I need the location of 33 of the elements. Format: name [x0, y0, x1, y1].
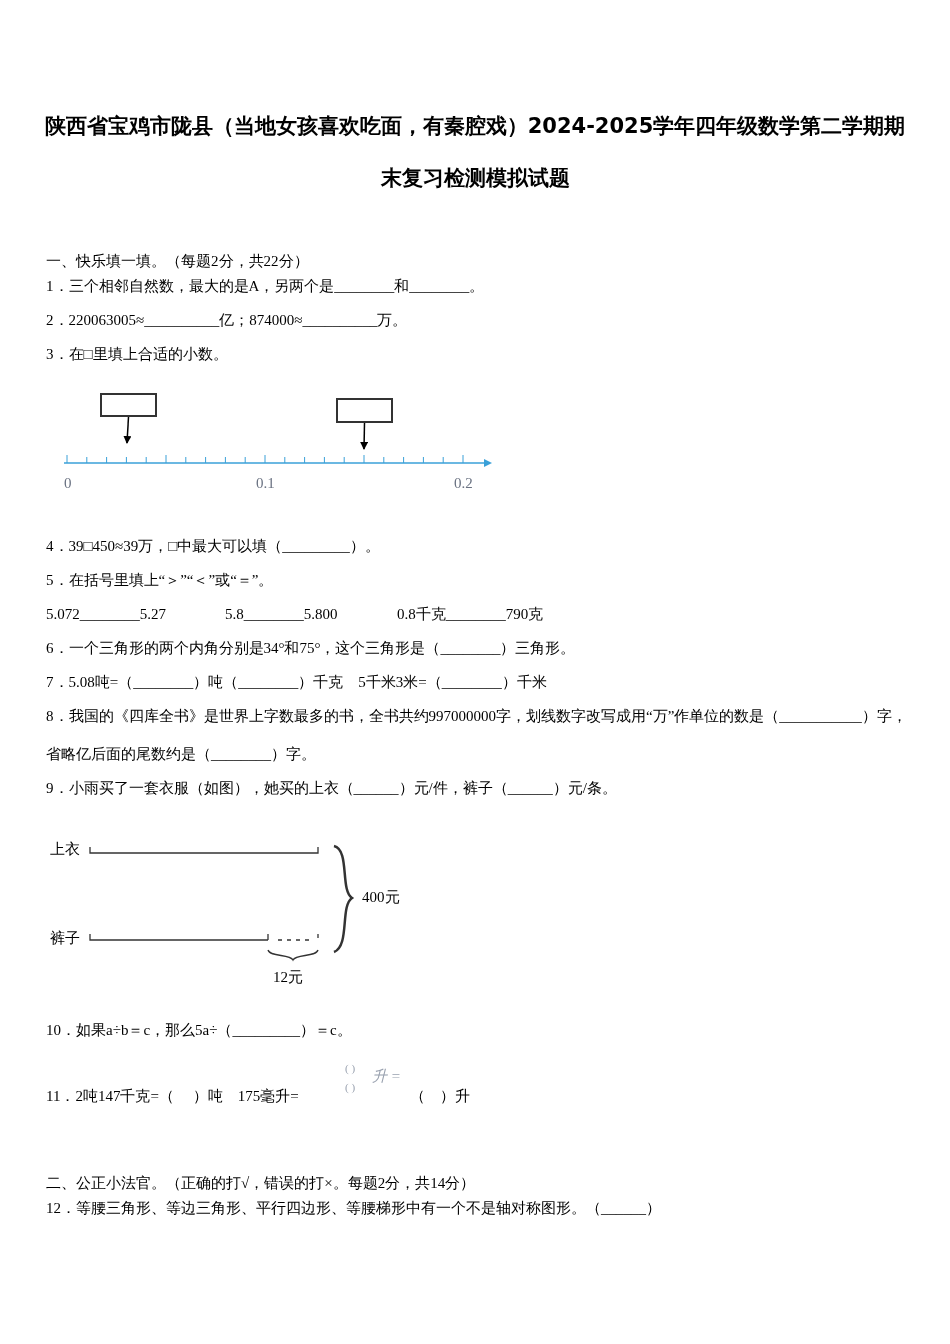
section-heading: 二、公正小法官。（正确的打√，错误的打×。每题2分，共14分） — [46, 1174, 476, 1193]
question-text: 1．三个相邻自然数，最大的是A，另两个是________和________。 — [46, 277, 485, 296]
question-text: 3．在□里填上合适的小数。 — [46, 345, 228, 364]
section-heading: 一、快乐填一填。（每题2分，共22分） — [46, 252, 309, 271]
page-title: 陕西省宝鸡市陇县（当地女孩喜欢吃面，有秦腔戏）2024-2025学年四年级数学第二学期期末复习检测模拟试题 — [43, 113, 907, 192]
question-text: 10．如果a÷b＝c，那么5a÷（_________）＝c。 — [46, 1021, 352, 1040]
question-text: 5．在括号里填上“＞”“＜”或“＝”。 — [46, 571, 274, 590]
total-label: 400元 — [362, 888, 400, 907]
question-text: 6．一个三角形的两个内角分别是34°和75°，这个三角形是（________）三角形。 — [46, 639, 576, 658]
bar-label: 上衣 — [50, 840, 80, 859]
unit-text: 升 = — [372, 1067, 401, 1086]
fraction-denominator: ( ) — [345, 1080, 356, 1095]
arrow — [123, 416, 132, 444]
question-text: 4．39□450≈39万，□中最大可以填（_________）。 — [46, 537, 380, 556]
question-text: 9．小雨买了一套衣服（如图），她买的上衣（______）元/件，裤子（______）元/条。 — [46, 779, 617, 798]
question-text: 7．5.08吨=（________）吨（________）千克 5千米3米=（________）千米 — [46, 673, 547, 692]
question-text: 2．220063005≈__________亿；874000≈__________万。 — [46, 311, 408, 330]
answer-box — [100, 393, 157, 417]
difference-label: 12元 — [273, 968, 303, 987]
comparison-item: 5.8________5.800 — [225, 605, 338, 624]
tick-label: 0 — [64, 474, 72, 493]
answer-box — [336, 398, 393, 423]
question-text: （ ）升 — [410, 1087, 470, 1106]
question-text: 8．我国的《四库全书》是世界上字数最多的书，全书共约997000000字，划线数字改写成用“万”作单位的数是（___________）字，省略亿后面的尾数约是（________）字。 — [46, 707, 908, 764]
tick-label: 0.2 — [454, 474, 473, 493]
tick-label: 0.1 — [256, 474, 275, 493]
comparison-item: 5.072________5.27 — [46, 605, 166, 624]
bar-label: 裤子 — [50, 929, 80, 948]
question-text: 12．等腰三角形、等边三角形、平行四边形、等腰梯形中有一个不是轴对称图形。（______） — [46, 1199, 661, 1218]
question-text: 11．2吨147千克=（ ）吨 175毫升= — [46, 1087, 299, 1106]
fraction-numerator: ( ) — [345, 1061, 356, 1076]
comparison-item: 0.8千克________790克 — [397, 605, 544, 624]
arrow — [360, 422, 369, 450]
